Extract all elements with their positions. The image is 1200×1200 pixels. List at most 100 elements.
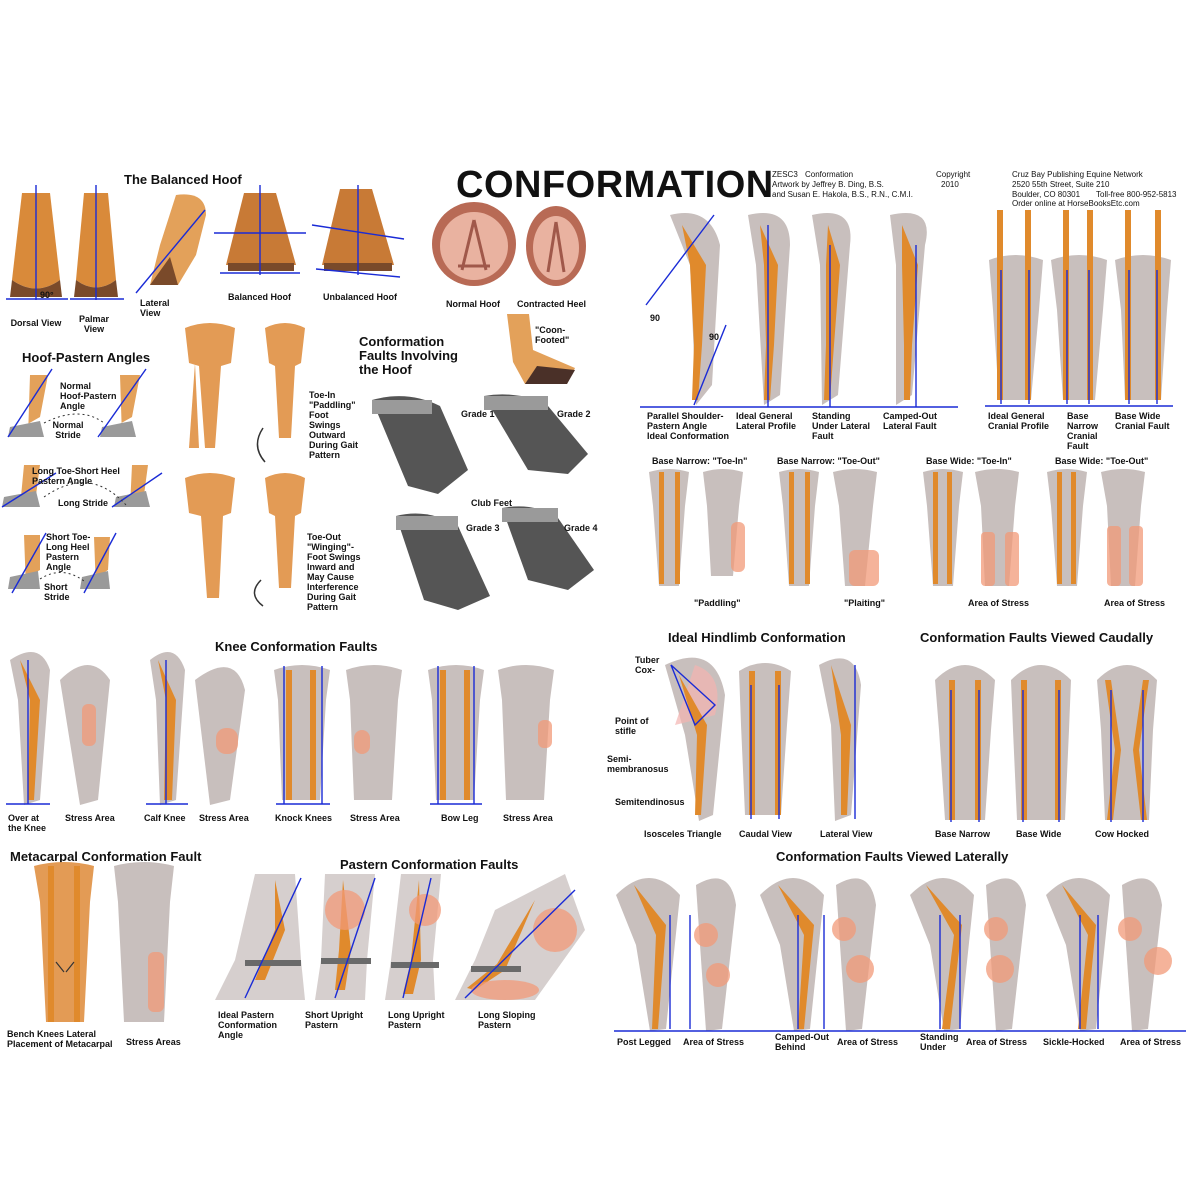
label-normal-angle: Normal Hoof-Pastern Angle [60, 381, 117, 411]
label-long-sloping: Long Sloping Pastern [478, 1010, 536, 1030]
label-normal-stride: Normal Stride [52, 420, 84, 440]
angle-90-a: 90 [650, 313, 661, 323]
label-contracted-heel: Contracted Heel [517, 299, 587, 309]
cranial-view-illustration [985, 210, 1173, 407]
label-standing-under: Standing Under Lateral Fault [812, 411, 871, 441]
lateral-forelimb-illustration [640, 213, 958, 408]
balanced-hoof-illustration [6, 185, 405, 300]
label-base-wide-cranial: Base Wide Cranial Fault [1115, 411, 1170, 431]
copyright-label: Copyright [936, 170, 971, 179]
label-palmar-view: Palmar View [78, 314, 110, 334]
label-bench-knees: Bench Knees Lateral Placement of Metacar… [7, 1029, 113, 1049]
label-metacarpal-stress: Stress Areas [126, 1037, 181, 1047]
label-camped-behind: Camped-Out Behind [775, 1032, 829, 1052]
label-bw-stress-1: Area of Stress [968, 598, 1030, 608]
label-base-narrow-cranial: Base Narrow Cranial Fault [1067, 411, 1099, 451]
label-caudal-wide: Base Wide [1016, 829, 1062, 839]
label-plaiting: "Plaiting" [844, 598, 886, 608]
label-ideal-cranial: Ideal General Cranial Profile [988, 411, 1050, 431]
hoof-faults-heading: Conformation Faults Involving the Hoof [359, 334, 458, 377]
label-caudal-view: Caudal View [739, 829, 792, 839]
label-lh-stress-1: Area of Stress [683, 1037, 745, 1047]
label-standing-under-hind: Standing Under [920, 1032, 959, 1052]
copyright-year: 2010 [941, 180, 959, 189]
label-bn-toe-in: Base Narrow: "Toe-In" [652, 456, 748, 466]
label-lateral-view-hind: Lateral View [820, 829, 873, 839]
label-unbalanced-hoof: Unbalanced Hoof [323, 292, 398, 302]
pastern-faults-illustration [215, 874, 585, 1000]
label-balanced-hoof: Balanced Hoof [228, 292, 292, 302]
metacarpal-heading: Metacarpal Conformation Fault [10, 849, 202, 864]
hindlimb-heading: Ideal Hindlimb Conformation [668, 630, 846, 645]
label-caudal-narrow: Base Narrow [935, 829, 991, 839]
label-short-upright: Short Upright Pastern [305, 1010, 363, 1030]
publisher: Cruz Bay Publishing Equine Network [1012, 170, 1143, 179]
label-paddling: "Paddling" [694, 598, 741, 608]
angle-90: 90° [40, 290, 54, 300]
metacarpal-illustration [34, 862, 174, 1022]
label-long-toe: Long Toe-Short Heel Pastern Angle [32, 466, 120, 486]
label-grade-2: Grade 2 [557, 409, 591, 419]
label-parallel-shoulder: Parallel Shoulder- Pastern Angle Ideal C… [647, 411, 730, 441]
publisher-phone: Toll-free 800-952-5813 [1096, 190, 1177, 199]
coon-footed-illustration [507, 314, 575, 384]
product-name: Conformation [805, 170, 854, 179]
label-bw-stress-2: Area of Stress [1104, 598, 1166, 608]
label-ideal-pastern: Ideal Pastern Conformation Angle [218, 1010, 277, 1040]
label-grade-1: Grade 1 [461, 409, 495, 419]
label-knock-knees: Knock Knees [275, 813, 333, 823]
hoof-sole-illustration [432, 202, 586, 286]
artwork-credit-2: and Susan E. Hakola, B.S., R.N., C.M.I. [772, 190, 913, 199]
label-bow-leg: Bow Leg [441, 813, 479, 823]
club-feet-illustration [372, 394, 594, 610]
hindlimb-illustration [665, 657, 861, 821]
hoof-pastern-heading: Hoof-Pastern Angles [22, 350, 151, 365]
label-knee-stress-1: Stress Area [65, 813, 115, 823]
knee-faults-illustration [6, 652, 554, 805]
label-knee-stress-4: Stress Area [503, 813, 553, 823]
page-title: CONFORMATION [456, 164, 774, 206]
caudal-faults-illustration [935, 665, 1157, 822]
label-short-toe: Short Toe- Long Heel Pastern Angle [46, 532, 91, 572]
publisher-street: 2520 55th Street, Suite 210 [1012, 180, 1110, 189]
lateral-hind-illustration [614, 878, 1186, 1032]
product-code: ZESC3 [772, 170, 798, 179]
label-knee-stress-2: Stress Area [199, 813, 249, 823]
label-bw-toe-in: Base Wide: "Toe-In" [926, 456, 1012, 466]
label-lh-stress-4: Area of Stress [1120, 1037, 1182, 1047]
publisher-city: Boulder, CO 80301 [1012, 190, 1081, 199]
label-grade-3: Grade 3 [466, 523, 500, 533]
label-grade-4: Grade 4 [564, 523, 598, 533]
label-bw-toe-out: Base Wide: "Toe-Out" [1055, 456, 1149, 466]
publisher-order: Order online at HorseBooksEtc.com [1012, 199, 1140, 208]
label-point-of-stifle: Point of stifle [615, 716, 649, 736]
balanced-hoof-heading: The Balanced Hoof [124, 172, 242, 187]
hoof-pastern-illustration [1, 368, 163, 594]
label-lh-stress-2: Area of Stress [837, 1037, 899, 1047]
label-isosceles: Isosceles Triangle [644, 829, 722, 839]
label-long-upright: Long Upright Pastern [388, 1010, 445, 1030]
label-calf-knee: Calf Knee [144, 813, 186, 823]
label-over-knee: Over at the Knee [8, 813, 47, 833]
label-semimembranosus: Semi- membranosus [607, 754, 669, 774]
label-dorsal-view: Dorsal View [10, 318, 62, 328]
label-coon-footed: "Coon- Footed" [535, 325, 570, 345]
pastern-heading: Pastern Conformation Faults [340, 857, 519, 872]
angle-90-b: 90 [709, 332, 720, 342]
label-camped-out: Camped-Out Lateral Fault [883, 411, 937, 431]
lateral-hind-heading: Conformation Faults Viewed Laterally [776, 849, 1009, 864]
label-toe-in: Toe-In "Paddling" Foot Swings Outward Du… [309, 390, 358, 460]
label-bn-toe-out: Base Narrow: "Toe-Out" [777, 456, 880, 466]
label-club-feet: Club Feet [471, 498, 513, 508]
label-short-stride: Short Stride [44, 582, 70, 602]
label-toe-out: Toe-Out "Winging"- Foot Swings Inward an… [307, 532, 361, 612]
label-post-legged: Post Legged [617, 1037, 672, 1047]
label-lateral-view: Lateral View [140, 298, 170, 318]
label-semitendinosus: Semitendinosus [615, 797, 685, 807]
label-long-stride: Long Stride [58, 498, 108, 508]
base-faults-illustration [649, 469, 1145, 586]
caudal-heading: Conformation Faults Viewed Caudally [920, 630, 1154, 645]
label-tuber-cox: Tuber Cox- [635, 655, 660, 675]
label-ideal-lateral: Ideal General Lateral Profile [736, 411, 797, 431]
label-lh-stress-3: Area of Stress [966, 1037, 1028, 1047]
